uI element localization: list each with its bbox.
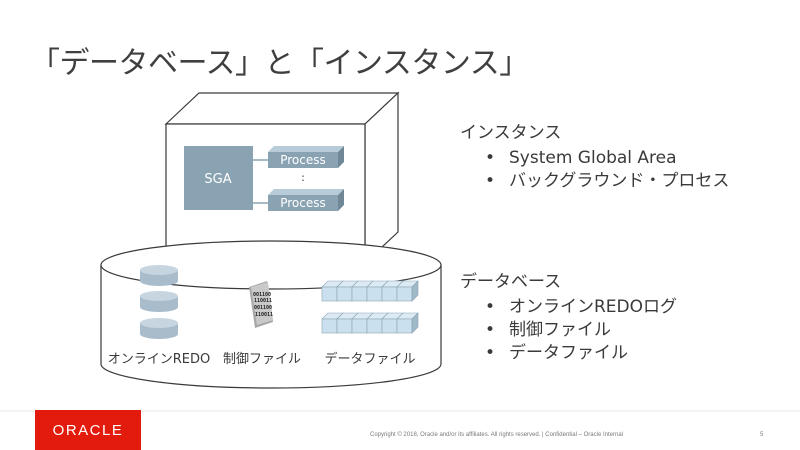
control-file-icon: 001100 110011 001100 110011 bbox=[249, 281, 275, 328]
instance-list: System Global Area バックグラウンド・プロセス bbox=[460, 147, 729, 193]
binary-line-3: 001100 bbox=[254, 305, 272, 311]
data-block-side bbox=[411, 312, 419, 334]
binary-line-1: 001100 bbox=[253, 292, 271, 298]
architecture-diagram: SGA Process : Process bbox=[100, 91, 442, 389]
data-block bbox=[381, 318, 398, 334]
control-file-label: 制御ファイル bbox=[223, 352, 301, 367]
data-file-icon bbox=[321, 280, 419, 334]
copyright-notice: Copyright © 2018, Oracle and/or its affi… bbox=[370, 432, 623, 438]
data-block bbox=[396, 286, 413, 302]
oracle-logo: ORACLE bbox=[35, 410, 141, 450]
redo-label: オンラインREDO bbox=[108, 352, 211, 367]
binary-line-4: 110011 bbox=[255, 312, 273, 318]
binary-line-2: 110011 bbox=[254, 298, 272, 304]
instance-item: バックグラウンド・プロセス bbox=[485, 170, 729, 193]
data-file-label: データファイル bbox=[324, 351, 415, 367]
process-label-1: Process bbox=[280, 153, 326, 167]
process-label-2: Process bbox=[280, 196, 326, 210]
data-block bbox=[381, 286, 398, 302]
instance-heading: インスタンス bbox=[460, 123, 562, 143]
svg-text:001100 110011 0011: 001100 110011 001100 110011 bbox=[253, 292, 275, 318]
data-block bbox=[396, 318, 413, 334]
database-item: 制御ファイル bbox=[485, 319, 677, 342]
data-block bbox=[336, 286, 353, 302]
instance-item: System Global Area bbox=[485, 147, 729, 170]
process-box-2: Process bbox=[268, 189, 344, 211]
oracle-logo-text: ORACLE bbox=[52, 421, 124, 439]
database-list: オンラインREDOログ 制御ファイル データファイル bbox=[460, 296, 677, 365]
process-box-1: Process bbox=[268, 146, 344, 168]
data-block bbox=[336, 318, 353, 334]
process-ellipsis: : bbox=[301, 171, 305, 184]
sga-label: SGA bbox=[204, 172, 231, 187]
instance-section: インスタンス System Global Area バックグラウンド・プロセス bbox=[460, 122, 729, 193]
database-heading: データベース bbox=[460, 272, 562, 292]
data-block bbox=[366, 286, 383, 302]
sga-box: SGA bbox=[184, 146, 253, 210]
database-item: データファイル bbox=[485, 342, 677, 365]
data-block bbox=[351, 286, 368, 302]
data-block bbox=[321, 318, 338, 334]
data-block bbox=[366, 318, 383, 334]
footer: ORACLE Copyright © 2018, Oracle and/or i… bbox=[0, 410, 800, 450]
data-block bbox=[351, 318, 368, 334]
page-number: 5 bbox=[760, 432, 764, 438]
slide-title: 「データベース」と「インスタンス」 bbox=[30, 46, 529, 81]
database-section: データベース オンラインREDOログ 制御ファイル データファイル bbox=[460, 271, 677, 365]
footer-divider bbox=[0, 410, 800, 412]
data-block bbox=[321, 286, 338, 302]
database-item: オンラインREDOログ bbox=[485, 296, 677, 319]
redo-log-icon bbox=[140, 265, 178, 339]
data-block-side bbox=[411, 280, 419, 302]
